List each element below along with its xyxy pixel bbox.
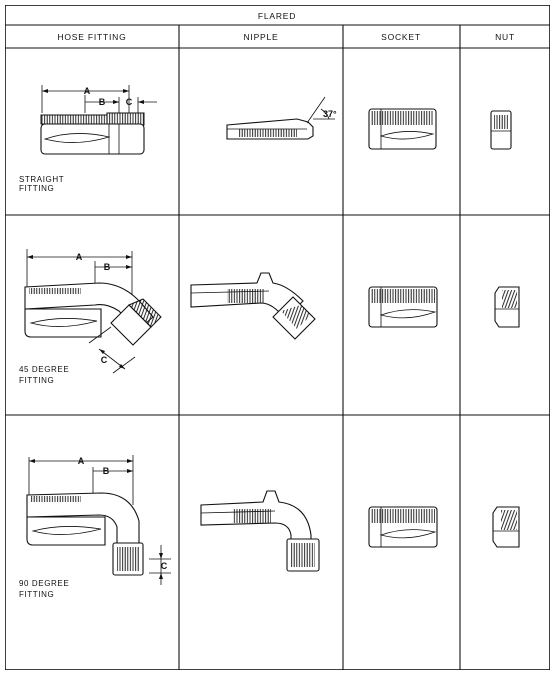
straight-dim-c: C: [126, 97, 133, 107]
45-degree-dim-c: C: [101, 355, 108, 365]
straight-dim-b: B: [99, 97, 106, 107]
45-degree-socket-drawing: [368, 286, 438, 328]
table-grid: [5, 5, 550, 670]
45-degree-nut-drawing: [494, 286, 520, 328]
fitting-chart: FLARED HOSE FITTING NIPPLE SOCKET NUT A …: [5, 5, 550, 670]
col-header-nut: NUT: [495, 32, 515, 42]
straight-socket-drawing: [368, 108, 437, 150]
45-degree-hose-fitting-drawing: [24, 249, 162, 374]
straight-dim-a: A: [84, 86, 91, 96]
45-degree-dim-a: A: [76, 252, 83, 262]
45-degree-caption-line1: 45 DEGREE: [19, 365, 69, 374]
nipple-flare-angle: 37°: [323, 109, 337, 119]
straight-caption-line2: FITTING: [19, 184, 54, 193]
straight-hose-fitting-drawing: [40, 85, 157, 155]
straight-nut-drawing: [490, 110, 512, 150]
90-degree-caption-line2: FITTING: [19, 590, 54, 599]
straight-nipple-drawing: [226, 96, 335, 140]
col-header-nipple: NIPPLE: [243, 32, 278, 42]
90-degree-dim-c: C: [161, 561, 168, 571]
table-title: FLARED: [258, 11, 296, 21]
90-degree-hose-fitting-drawing: [26, 455, 171, 585]
straight-caption-line1: STRAIGHT: [19, 175, 64, 184]
90-degree-nut-drawing: [492, 506, 520, 548]
90-degree-nipple-drawing: [200, 490, 320, 572]
45-degree-caption-line2: FITTING: [19, 376, 54, 385]
45-degree-dim-b: B: [104, 262, 111, 272]
col-header-socket: SOCKET: [381, 32, 421, 42]
col-header-hose-fitting: HOSE FITTING: [57, 32, 126, 42]
90-degree-caption-line1: 90 DEGREE: [19, 579, 69, 588]
90-degree-dim-a: A: [78, 456, 85, 466]
45-degree-nipple-drawing: [190, 272, 316, 340]
90-degree-dim-b: B: [103, 466, 110, 476]
90-degree-socket-drawing: [368, 506, 438, 548]
